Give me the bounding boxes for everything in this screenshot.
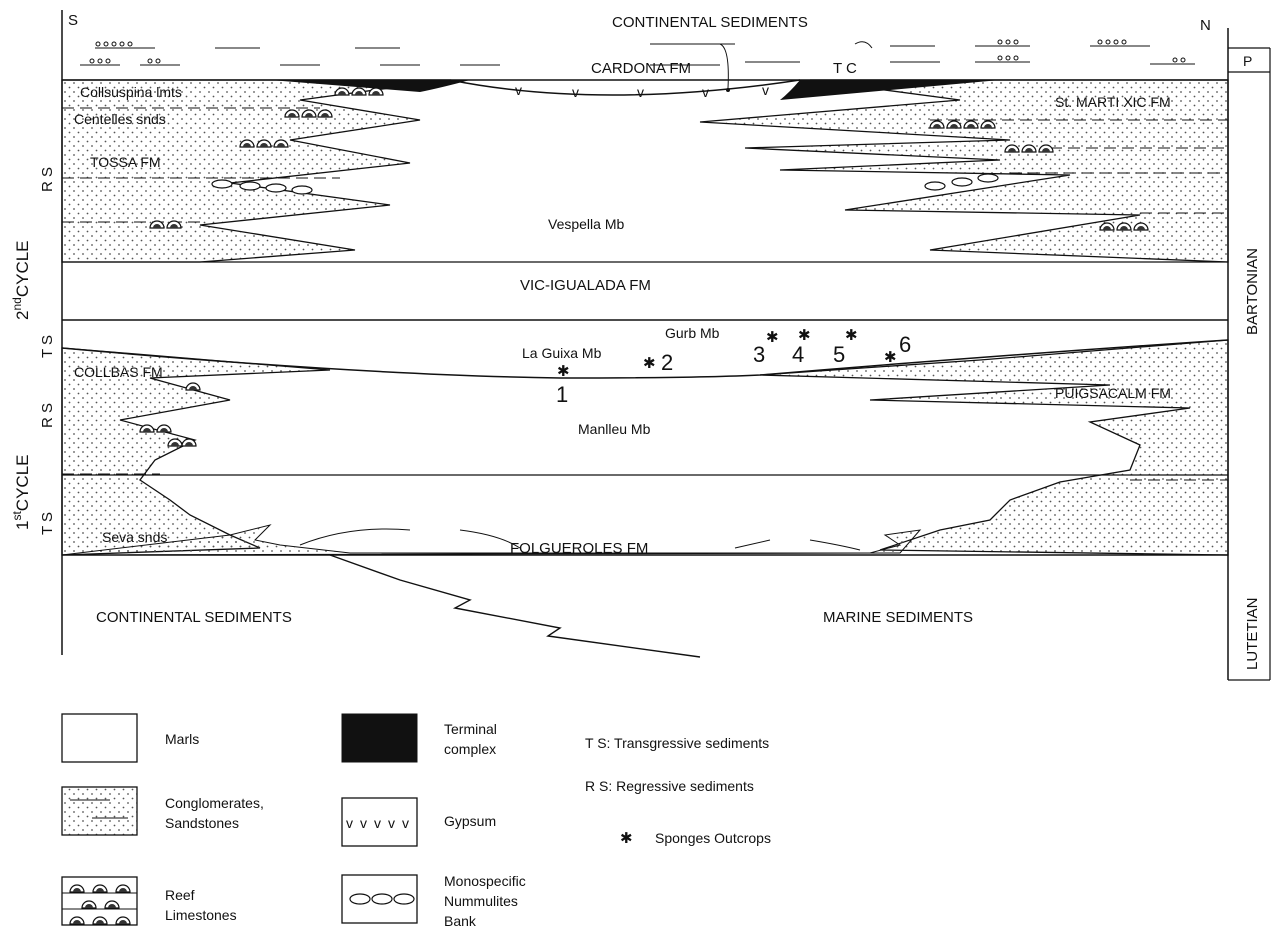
svg-text:v: v xyxy=(515,82,522,98)
legend-terminal-label-1: Terminal xyxy=(444,721,497,737)
sponge-site-5-marker: ✱ xyxy=(845,327,858,344)
legend-gypsum-marks: v v v v v xyxy=(346,815,409,831)
legend-nummulites-label-2: Nummulites xyxy=(444,893,518,909)
north-label: N xyxy=(1200,17,1211,34)
legend-gypsum-label: Gypsum xyxy=(444,813,496,829)
sponge-site-4-number: 4 xyxy=(792,342,804,367)
svg-text:v: v xyxy=(572,84,579,100)
svg-text:v: v xyxy=(374,815,381,831)
sponge-site-1-marker: ✱ xyxy=(557,363,570,380)
sponge-site-6-marker: ✱ xyxy=(884,349,897,366)
la-guixa-mb-label: La Guixa Mb xyxy=(522,345,602,361)
first-cycle-rs-label: R S xyxy=(39,403,56,428)
svg-text:v: v xyxy=(762,82,769,98)
lower-right-sandstone-wedge xyxy=(759,339,1229,556)
marine-sediments-label: MARINE SEDIMENTS xyxy=(823,609,973,626)
legend-marls-swatch xyxy=(61,713,138,763)
tc-label: T C xyxy=(833,60,857,77)
legend: Marls Conglomerates, Sandstones Reef Lim… xyxy=(61,713,771,929)
gurb-mb-label: Gurb Mb xyxy=(665,325,720,341)
second-cycle-ts-label: T S xyxy=(39,335,56,358)
vic-igualada-label: VIC-IGUALADA FM xyxy=(520,277,651,294)
continental-sediments-top-label: CONTINENTAL SEDIMENTS xyxy=(612,14,808,31)
stage-bartonian-label: BARTONIAN xyxy=(1244,248,1261,335)
gypsum-marks: v v v v v xyxy=(515,82,769,100)
legend-conglomerates-label-1: Conglomerates, xyxy=(165,795,264,811)
folgueroles-fm-label: FOLGUEROLES FM xyxy=(510,540,648,557)
upper-left-sandstone-wedge xyxy=(61,79,451,263)
vespella-mb-label: Vespella Mb xyxy=(548,216,624,232)
nummulites-lenses xyxy=(211,173,999,195)
svg-text:v: v xyxy=(388,815,395,831)
cardona-pointer xyxy=(719,43,729,89)
cardona-fm-label: CARDONA FM xyxy=(591,60,691,77)
puigsacalm-fm-label: PUIGSACALM FM xyxy=(1055,385,1171,401)
sandstone-bodies xyxy=(61,79,1229,556)
svg-text:v: v xyxy=(637,84,644,100)
first-cycle-label: 1stCYCLE xyxy=(10,455,32,531)
legend-reef-swatch xyxy=(61,876,138,926)
legend-gypsum-swatch xyxy=(341,797,418,847)
tc-pointer xyxy=(854,41,873,49)
second-cycle-label: 2ndCYCLE xyxy=(10,240,32,320)
legend-sponge-marker: ✱ xyxy=(620,830,633,847)
sponge-site-3-marker: ✱ xyxy=(766,329,779,346)
collsuspina-label: Collsuspina lmts xyxy=(80,84,182,100)
south-label: S xyxy=(68,12,78,29)
terminal-complex-right xyxy=(780,80,1000,100)
legend-conglomerates-swatch xyxy=(61,786,138,836)
sponge-site-2-number: 2 xyxy=(661,350,673,375)
svg-text:v: v xyxy=(402,815,409,831)
sponge-sites: ✱ 1 ✱ 2 ✱ 3 ✱ 4 ✱ 5 ✱ 6 xyxy=(556,327,911,407)
legend-ts-definition: T S: Transgressive sediments xyxy=(585,735,769,751)
legend-nummulites-label-1: Monospecific xyxy=(444,873,526,889)
legend-reef-label-2: Limestones xyxy=(165,907,237,923)
horizontal-boundaries xyxy=(61,79,1229,658)
svg-text:v: v xyxy=(346,815,353,831)
legend-terminal-swatch xyxy=(341,713,418,763)
legend-nummulites-swatch xyxy=(341,874,418,924)
stage-p-label: P xyxy=(1243,53,1252,69)
legend-rs-definition: R S: Regressive sediments xyxy=(585,778,754,794)
sponge-site-6-number: 6 xyxy=(899,332,911,357)
sponge-site-3-number: 3 xyxy=(753,342,765,367)
terminal-complex-left xyxy=(270,80,470,92)
legend-sponges-label: Sponges Outcrops xyxy=(655,830,771,846)
legend-nummulites-label-3: Bank xyxy=(444,913,477,929)
legend-conglomerates-label-2: Sandstones xyxy=(165,815,239,831)
stage-lutetian-label: LUTETIAN xyxy=(1244,597,1261,670)
folgueroles-sandstone-strip xyxy=(61,524,922,556)
first-cycle-ts-label: T S xyxy=(39,512,56,535)
seva-snds-label: Seva snds xyxy=(102,529,167,545)
tossa-fm-label: TOSSA FM xyxy=(90,154,161,170)
cardona-basin xyxy=(449,79,801,96)
svg-text:v: v xyxy=(702,84,709,100)
sponge-site-1-number: 1 xyxy=(556,382,568,407)
upper-right-sandstone-wedge xyxy=(699,79,1229,263)
sponge-site-5-number: 5 xyxy=(833,342,845,367)
sponge-site-2-marker: ✱ xyxy=(643,355,656,372)
legend-terminal-label-2: complex xyxy=(444,741,496,757)
continental-top-pattern xyxy=(80,39,1195,66)
collbas-fm-label: COLLBAS FM xyxy=(74,364,163,380)
terminal-complex-and-cardona: v v v v v xyxy=(270,41,1000,100)
svg-text:v: v xyxy=(360,815,367,831)
second-cycle-rs-label: R S xyxy=(39,167,56,192)
legend-marls-label: Marls xyxy=(165,731,199,747)
st-marti-xic-label: St. MARTI XIC FM xyxy=(1055,94,1171,110)
manlleu-mb-label: Manlleu Mb xyxy=(578,421,651,437)
centelles-label: Centelles snds xyxy=(74,111,166,127)
sponge-site-4-marker: ✱ xyxy=(798,327,811,344)
continental-sediments-bottom-label: CONTINENTAL SEDIMENTS xyxy=(96,609,292,626)
legend-reef-label-1: Reef xyxy=(165,887,195,903)
